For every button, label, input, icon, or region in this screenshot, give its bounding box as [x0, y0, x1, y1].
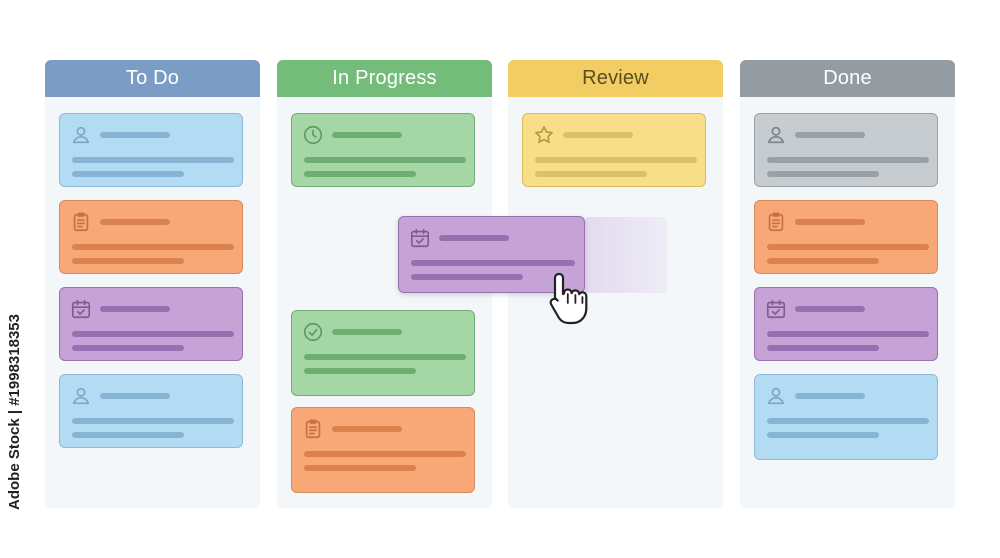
card-text-placeholder [411, 274, 523, 280]
card-text-placeholder [72, 244, 234, 250]
card-title-placeholder [100, 219, 170, 225]
card-text-placeholder [304, 368, 416, 374]
column-header-review: Review [508, 60, 723, 97]
dragging-task-card[interactable] [398, 216, 585, 293]
user-icon [765, 385, 787, 407]
card-text-placeholder [767, 157, 929, 163]
card-title-placeholder [795, 306, 865, 312]
card-title-placeholder [563, 132, 633, 138]
card-text-placeholder [535, 157, 697, 163]
card-text-placeholder [411, 260, 575, 266]
task-card[interactable] [59, 113, 243, 187]
card-title-placeholder [332, 426, 402, 432]
clipboard-icon [70, 211, 92, 233]
card-text-placeholder [72, 345, 184, 351]
card-title-placeholder [100, 393, 170, 399]
task-card[interactable] [59, 374, 243, 448]
card-text-placeholder [304, 171, 416, 177]
card-text-placeholder [304, 157, 466, 163]
column-header-to-do: To Do [45, 60, 260, 97]
card-title-placeholder [795, 219, 865, 225]
task-card[interactable] [59, 200, 243, 274]
card-title-placeholder [100, 306, 170, 312]
card-text-placeholder [72, 432, 184, 438]
clipboard-icon [765, 211, 787, 233]
card-text-placeholder [535, 171, 647, 177]
hand-pointer-icon [549, 272, 588, 325]
task-card[interactable] [59, 287, 243, 361]
card-text-placeholder [304, 354, 466, 360]
card-title-placeholder [795, 132, 865, 138]
card-title-placeholder [439, 235, 509, 241]
task-card[interactable] [291, 407, 475, 493]
card-title-placeholder [795, 393, 865, 399]
card-text-placeholder [767, 432, 879, 438]
card-text-placeholder [72, 157, 234, 163]
card-title-placeholder [100, 132, 170, 138]
clipboard-icon [302, 418, 324, 440]
calendar-check-icon [70, 298, 92, 320]
task-card[interactable] [754, 113, 938, 187]
calendar-check-icon [765, 298, 787, 320]
user-icon [70, 385, 92, 407]
card-text-placeholder [72, 331, 234, 337]
task-card[interactable] [522, 113, 706, 187]
card-text-placeholder [767, 345, 879, 351]
task-card[interactable] [754, 287, 938, 361]
card-text-placeholder [767, 418, 929, 424]
card-text-placeholder [767, 258, 879, 264]
user-icon [765, 124, 787, 146]
column-to-do: To Do [45, 60, 260, 508]
column-header-done: Done [740, 60, 955, 97]
task-card[interactable] [754, 374, 938, 460]
check-circle-icon [302, 321, 324, 343]
star-icon [533, 124, 555, 146]
drag-motion-trail [585, 217, 667, 293]
card-text-placeholder [767, 171, 879, 177]
column-done: Done [740, 60, 955, 508]
card-text-placeholder [304, 451, 466, 457]
task-card[interactable] [291, 113, 475, 187]
watermark-text: Adobe Stock | #1998318353 [6, 314, 23, 510]
clock-icon [302, 124, 324, 146]
card-text-placeholder [72, 258, 184, 264]
card-text-placeholder [304, 465, 416, 471]
card-title-placeholder [332, 132, 402, 138]
card-text-placeholder [72, 418, 234, 424]
card-text-placeholder [767, 331, 929, 337]
card-text-placeholder [767, 244, 929, 250]
card-text-placeholder [72, 171, 184, 177]
task-card[interactable] [754, 200, 938, 274]
card-title-placeholder [332, 329, 402, 335]
column-header-in-progress: In Progress [277, 60, 492, 97]
user-icon [70, 124, 92, 146]
calendar-check-icon [409, 227, 431, 249]
task-card[interactable] [291, 310, 475, 396]
